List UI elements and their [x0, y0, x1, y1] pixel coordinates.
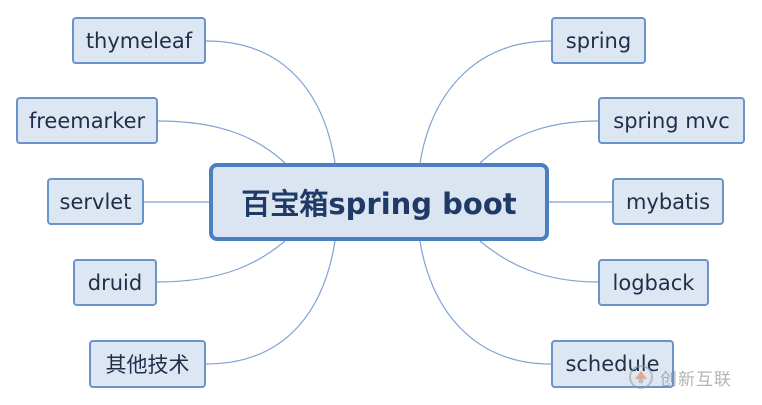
node-mybatis[interactable]: mybatis — [612, 178, 724, 225]
node-thymeleaf[interactable]: thymeleaf — [72, 17, 206, 64]
node-other-tech[interactable]: 其他技术 — [89, 340, 206, 388]
node-freemarker[interactable]: freemarker — [16, 97, 158, 144]
connector-spring — [419, 40, 552, 164]
connector-springmvc — [479, 120, 599, 164]
central-topic[interactable]: 百宝箱spring boot — [209, 163, 549, 241]
connector-druid — [156, 240, 286, 283]
node-servlet[interactable]: servlet — [47, 178, 144, 225]
watermark: 创新互联 — [628, 362, 732, 392]
connector-thymeleaf — [205, 40, 336, 164]
node-logback[interactable]: logback — [598, 259, 709, 306]
connector-schedule — [419, 240, 552, 365]
connector-other — [205, 240, 336, 365]
node-schedule[interactable]: schedule — [551, 340, 674, 388]
watermark-text: 创新互联 — [660, 369, 732, 390]
node-spring[interactable]: spring — [551, 17, 646, 64]
connector-freemarker — [157, 120, 286, 164]
node-druid[interactable]: druid — [73, 259, 157, 306]
connector-logback — [479, 240, 599, 283]
watermark-logo-icon — [629, 365, 653, 389]
node-spring-mvc[interactable]: spring mvc — [598, 97, 745, 144]
